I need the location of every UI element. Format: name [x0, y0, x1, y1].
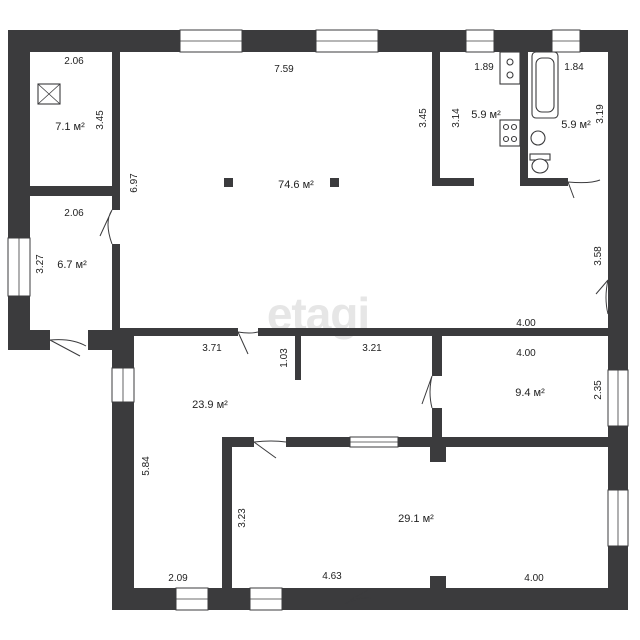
door-bath: [567, 179, 601, 199]
door-small-room: [99, 209, 113, 245]
dim-rm-side: 2.35: [593, 380, 604, 400]
column-hall-left: [224, 178, 233, 187]
wall-rm-left-upper: [432, 336, 442, 376]
door-bottom-right-room: [253, 440, 287, 459]
dim-br-side: 3.23: [237, 508, 248, 528]
dim-rm-top: 4.00: [516, 348, 536, 359]
dim-kitchen-top: 1.89: [474, 62, 494, 73]
area-bathroom: 5.9 м²: [561, 119, 591, 131]
area-bottom-left-room: 23.9 м²: [192, 399, 228, 411]
window-left-lower: [111, 367, 135, 403]
wall-hall-left-lower: [112, 244, 120, 336]
dim-kitchen-side: 3.14: [451, 108, 462, 128]
dim-hall-left: 6.97: [129, 173, 140, 193]
wall-bath-bottom: [520, 178, 568, 186]
wall-left-corner: [8, 330, 50, 350]
column-upper: [430, 446, 446, 462]
wall-br-top-c: [398, 437, 442, 447]
wall-hall-bottom-a: [112, 328, 238, 336]
wall-right: [608, 30, 628, 610]
dim-east-side: 3.58: [593, 246, 604, 266]
wall-kitchen-left: [432, 52, 440, 186]
stove-icon: [499, 119, 521, 147]
vent-icon: [37, 83, 61, 105]
dim-ls-top: 2.06: [64, 208, 84, 219]
wall-left-upper: [8, 30, 30, 350]
door-bottom-left-room: [237, 331, 259, 355]
dim-tl-top: 2.06: [64, 56, 84, 67]
door-entry: [49, 339, 87, 357]
window-left-small-room: [7, 237, 31, 297]
dim-partition: 1.03: [279, 348, 290, 368]
wall-partition: [295, 336, 301, 380]
door-right-mid-room: [421, 375, 433, 409]
dim-mid-top: 3.21: [362, 343, 382, 354]
washbasin-icon: [530, 130, 546, 146]
door-bottom: [344, 589, 373, 605]
window-bottom-1: [175, 587, 209, 611]
wall-br-left: [222, 437, 232, 610]
door-east: [595, 279, 609, 315]
window-bottom-2: [249, 587, 283, 611]
wall-rm-left-lower: [432, 408, 442, 446]
area-kitchen: 5.9 м²: [471, 109, 501, 121]
dim-ls-side: 3.27: [35, 254, 46, 274]
window-right-br: [607, 489, 629, 547]
window-top-kitchen: [465, 29, 495, 53]
window-internal-br: [349, 436, 399, 448]
dim-bath-side: 3.19: [595, 104, 606, 124]
wall-kitchen-bath: [520, 52, 528, 186]
area-top-left-room: 7.1 м²: [55, 121, 85, 133]
window-top-2: [315, 29, 379, 53]
wall-rm-bottom: [432, 437, 608, 447]
toilet-icon: [529, 153, 551, 174]
dim-hall-bottom-right: 4.00: [516, 318, 536, 329]
area-right-mid-room: 9.4 м²: [515, 387, 545, 399]
dim-bl-bottom: 2.09: [168, 573, 188, 584]
dim-br-bottom-left: 4.63: [322, 571, 342, 582]
dim-hall-top: 7.59: [274, 64, 294, 75]
dim-bl-top: 3.71: [202, 343, 222, 354]
dim-bl-side: 5.84: [141, 456, 152, 476]
wall-small-rooms-divider: [30, 186, 112, 196]
area-bottom-right-room: 29.1 м²: [398, 513, 434, 525]
dim-br-bottom-right: 4.00: [524, 573, 544, 584]
wall-kitchen-bottom-a: [432, 178, 474, 186]
wall-br-top-a: [222, 437, 254, 447]
wall-entry-corner: [88, 330, 116, 350]
dim-hall-right: 3.45: [418, 108, 429, 128]
window-top-1: [179, 29, 243, 53]
wall-br-top-b: [286, 437, 350, 447]
sink-icon: [499, 51, 521, 85]
area-main-hall: 74.6 м²: [278, 179, 314, 191]
wall-hall-left-upper: [112, 52, 120, 210]
column-lower: [430, 576, 446, 590]
area-left-small-room: 6.7 м²: [57, 259, 87, 271]
wall-bottom: [112, 588, 628, 610]
window-top-bath: [551, 29, 581, 53]
dim-tl-side: 3.45: [95, 110, 106, 130]
wall-hall-bottom-b: [258, 328, 608, 336]
bathtub-icon: [531, 51, 559, 119]
dim-bath-top: 1.84: [564, 62, 584, 73]
window-right-rm: [607, 369, 629, 427]
column-hall-right: [330, 178, 339, 187]
